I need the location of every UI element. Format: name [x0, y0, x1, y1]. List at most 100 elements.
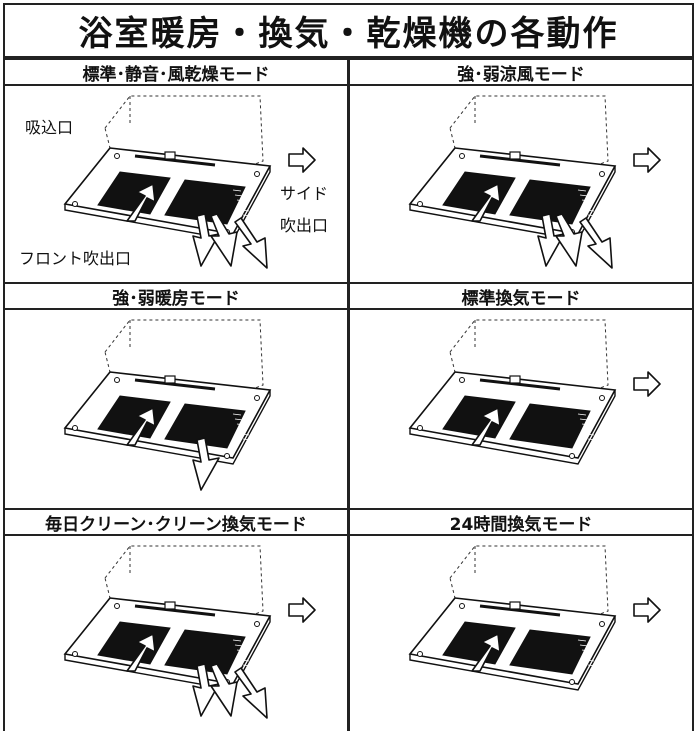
exhaust-arrow: [633, 371, 661, 397]
panel-caption: 強･弱涼風モード: [350, 58, 692, 86]
grille-slat: [242, 664, 252, 667]
top-bar: [479, 378, 561, 391]
side-outlet-label-2: 吹出口: [280, 216, 329, 235]
grille-slat: [236, 649, 246, 652]
grille-slat: [579, 418, 589, 421]
panel-heating: 強･弱暖房モード: [3, 282, 349, 510]
unit-figure: [5, 536, 347, 729]
grille-slat: [236, 423, 246, 426]
panel-ventilation: 標準換気モード: [348, 282, 694, 510]
screw-hole: [72, 651, 78, 657]
grille-slat: [585, 659, 595, 662]
grille-slat: [583, 654, 593, 657]
panel-edge: [64, 390, 271, 465]
grille-slat: [236, 199, 246, 202]
grille-slat: [577, 189, 587, 192]
grille-slat: [232, 413, 242, 416]
screw-hole: [254, 621, 260, 627]
grille-slat: [240, 433, 250, 436]
panel-caption: 標準換気モード: [350, 282, 692, 310]
grille-slat: [587, 438, 597, 441]
panel-daily-clean: 毎日クリーン･クリーン換気モード: [3, 508, 349, 731]
outlet-grille: [509, 629, 591, 675]
switch-icon: [164, 375, 176, 384]
screw-hole: [114, 153, 120, 159]
switch-icon: [509, 601, 521, 610]
grille-slat: [238, 654, 248, 657]
exhaust-arrow: [288, 597, 316, 623]
grille-slat: [234, 418, 244, 421]
intake-grille: [442, 395, 516, 439]
intake-arrow: [126, 633, 156, 672]
front-outlet-arrow-2: [210, 213, 238, 267]
unit-figure: 吸込口 サイド 吹出口 フロント吹出口: [5, 86, 347, 282]
panel-edge: [409, 390, 616, 465]
switch-icon: [164, 601, 176, 610]
switch-icon: [509, 151, 521, 160]
side-outlet-arrow: [234, 217, 268, 269]
screw-hole: [599, 171, 605, 177]
screw-hole: [569, 453, 575, 459]
outlet-grille: [164, 403, 246, 449]
grille-slat: [242, 438, 252, 441]
outlet-grille: [164, 629, 246, 675]
grille-slat: [242, 214, 252, 217]
grille-slat: [585, 209, 595, 212]
intake-arrow: [471, 633, 501, 672]
screw-hole: [459, 153, 465, 159]
page-title: 浴室暖房・換気・乾燥機の各動作: [3, 3, 694, 58]
grille-slat: [587, 214, 597, 217]
screw-hole: [417, 425, 423, 431]
front-outlet-label: フロント吹出口: [19, 249, 132, 268]
panel-cool-breeze: 強･弱涼風モード: [348, 58, 694, 284]
grille-slat: [238, 204, 248, 207]
grille-slat: [579, 194, 589, 197]
front-outlet-arrow-2: [555, 213, 583, 267]
screw-hole: [114, 377, 120, 383]
screw-hole: [72, 201, 78, 207]
unit-figure: [5, 310, 347, 508]
grille-slat: [583, 428, 593, 431]
grille-slat: [232, 639, 242, 642]
screw-hole: [254, 171, 260, 177]
grille-slat: [240, 659, 250, 662]
panel-caption: 標準･静音･風乾燥モード: [5, 58, 347, 86]
outlet-grille: [164, 179, 246, 225]
grille-slat: [581, 649, 591, 652]
mode-grid: 標準･静音･風乾燥モード 吸込口 サイド 吹出口 フロント吹出口 強･弱涼風モー…: [3, 58, 694, 731]
screw-hole: [459, 603, 465, 609]
unit-figure: [350, 86, 692, 282]
intake-arrow: [126, 183, 156, 222]
side-outlet-arrow: [579, 217, 613, 269]
grille-slat: [585, 433, 595, 436]
grille-slat: [234, 194, 244, 197]
intake-arrow: [471, 183, 501, 222]
intake-grille: [442, 171, 516, 215]
switch-icon: [164, 151, 176, 160]
grille-slat: [587, 664, 597, 667]
outlet-grille: [509, 179, 591, 225]
intake-arrow: [471, 407, 501, 446]
grille-slat: [583, 204, 593, 207]
grille-slat: [234, 644, 244, 647]
grille-slat: [581, 423, 591, 426]
panel-24h-ventilation: 24時間換気モード: [348, 508, 694, 731]
screw-hole: [417, 201, 423, 207]
top-bar: [134, 604, 216, 617]
screw-hole: [72, 425, 78, 431]
panel-caption: 毎日クリーン･クリーン換気モード: [5, 508, 347, 536]
front-outlet-arrow-2: [210, 663, 238, 717]
top-bar: [479, 154, 561, 167]
top-bar: [479, 604, 561, 617]
panel-caption: 24時間換気モード: [350, 508, 692, 536]
panel-caption: 強･弱暖房モード: [5, 282, 347, 310]
grille-slat: [232, 189, 242, 192]
intake-grille: [442, 621, 516, 665]
screw-hole: [114, 603, 120, 609]
intake-label: 吸込口: [25, 118, 74, 137]
intake-grille: [97, 395, 171, 439]
screw-hole: [459, 377, 465, 383]
unit-figure: [350, 536, 692, 729]
grille-slat: [577, 639, 587, 642]
